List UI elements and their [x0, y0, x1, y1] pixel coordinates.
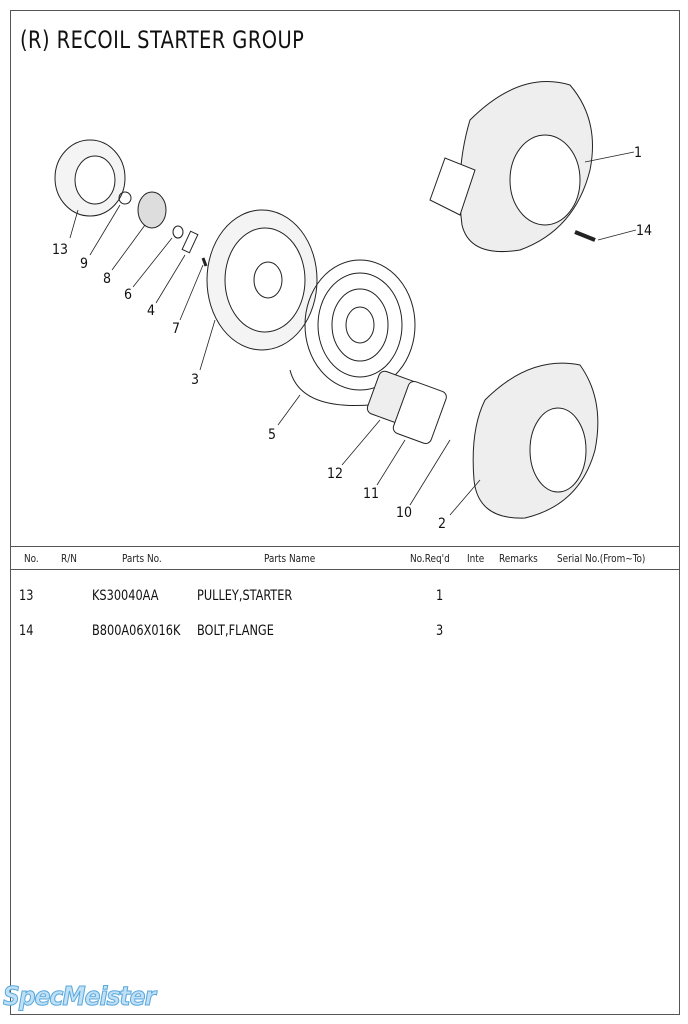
callout-9: 9 — [80, 256, 88, 272]
header-no: No. — [24, 552, 39, 565]
callout-12: 12 — [327, 466, 343, 482]
header-inte: Inte — [467, 552, 485, 565]
ratchet-part-8 — [137, 191, 167, 229]
bolt-part-14 — [574, 230, 596, 242]
row-part-no: B800A06X016K — [92, 623, 181, 639]
exploded-parts-diagram: 1 14 13 9 8 6 4 7 3 5 12 11 10 2 — [52, 81, 652, 532]
table-header-top-border — [10, 546, 680, 547]
starter-cover-part-2 — [472, 362, 599, 519]
callout-3: 3 — [191, 372, 199, 388]
header-rn: R/N — [61, 552, 77, 565]
row-part-no: KS30040AA — [92, 588, 159, 604]
header-qty: No.Req'd — [410, 552, 450, 565]
callout-11: 11 — [363, 486, 379, 502]
header-parts-name: Parts Name — [264, 552, 316, 565]
page-title: (R) RECOIL STARTER GROUP — [20, 26, 305, 54]
handle-part-11 — [392, 380, 447, 444]
callout-13: 13 — [52, 242, 68, 258]
part-9 — [118, 191, 132, 205]
spring-part-7 — [201, 257, 208, 267]
reel-part-3 — [206, 209, 318, 351]
table-header-bottom-border — [10, 569, 680, 570]
leader-lines — [69, 151, 637, 516]
header-serial: Serial No.(From~To) — [557, 552, 646, 565]
row-name: PULLEY,STARTER — [197, 588, 293, 604]
callout-6: 6 — [124, 287, 132, 303]
watermark-logo: SpecMeister — [2, 982, 156, 1013]
callout-4: 4 — [147, 303, 155, 319]
ring-part-6 — [172, 225, 184, 239]
callout-10: 10 — [396, 505, 412, 521]
row-name: BOLT,FLANGE — [197, 623, 274, 639]
callout-5: 5 — [268, 427, 276, 443]
callout-7: 7 — [172, 321, 180, 337]
row-qty: 1 — [436, 588, 444, 604]
callout-1: 1 — [634, 145, 642, 161]
spring-part-5 — [289, 259, 416, 407]
callout-2: 2 — [438, 516, 446, 532]
pawl-part-4 — [181, 230, 199, 254]
pulley-part-13 — [54, 139, 126, 217]
row-no: 13 — [19, 588, 34, 604]
callout-8: 8 — [103, 271, 111, 287]
header-parts-no: Parts No. — [122, 552, 162, 565]
page-frame — [10, 10, 680, 1015]
row-no: 14 — [19, 623, 34, 639]
starter-cover-part-1 — [429, 81, 593, 253]
row-qty: 3 — [436, 623, 444, 639]
header-remarks: Remarks — [499, 552, 538, 565]
callout-14: 14 — [636, 223, 652, 239]
